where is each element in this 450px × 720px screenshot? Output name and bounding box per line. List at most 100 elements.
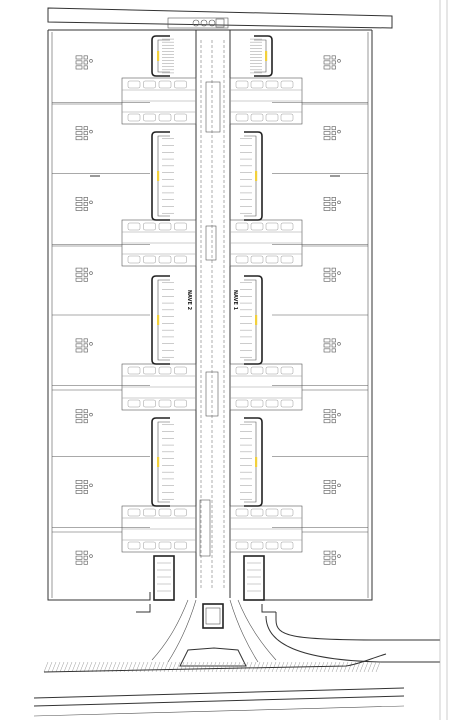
unit-mark xyxy=(331,338,336,343)
hatch-line xyxy=(331,661,337,673)
right-boundary xyxy=(265,612,440,663)
unit-mark xyxy=(83,348,88,353)
unit-mark xyxy=(337,271,341,275)
truck-slot xyxy=(235,80,249,89)
truck-slot xyxy=(174,508,187,517)
parking-block xyxy=(151,35,174,77)
truck-slot xyxy=(174,399,187,408)
lot-unit xyxy=(75,55,93,70)
page-edge xyxy=(439,0,448,720)
unit-mark xyxy=(75,272,83,277)
hatch-line xyxy=(347,661,353,673)
truck-slot xyxy=(127,508,141,517)
truck-slot xyxy=(143,113,156,122)
parking-block xyxy=(151,131,174,221)
unit-mark xyxy=(331,136,336,141)
truck-slot xyxy=(250,541,264,550)
unit-mark xyxy=(75,207,83,211)
block-inner xyxy=(244,279,257,361)
hatch-line xyxy=(79,661,85,673)
truck-slot xyxy=(250,508,264,517)
hatch-line xyxy=(259,661,265,673)
loading-strip xyxy=(121,363,197,411)
unit-mark xyxy=(323,560,331,565)
block-outline xyxy=(151,275,170,365)
hatch-line xyxy=(67,661,73,673)
hatch-line xyxy=(51,661,57,673)
truck-slot xyxy=(265,541,279,550)
unit-mark xyxy=(323,555,331,560)
median xyxy=(199,499,211,557)
hatch-line xyxy=(171,661,177,673)
lot-unit xyxy=(75,550,93,565)
unit-mark xyxy=(83,409,88,414)
unit-mark xyxy=(75,65,83,70)
unit-mark xyxy=(89,483,93,488)
truck-slot xyxy=(158,255,172,264)
unit-mark xyxy=(323,480,331,484)
hatch-line xyxy=(195,661,201,673)
hatch-line xyxy=(151,661,157,673)
truck-slot xyxy=(174,113,187,122)
unit-mark xyxy=(323,414,331,419)
unit-mark xyxy=(331,343,336,348)
hatch-line xyxy=(99,661,105,673)
unit-mark xyxy=(331,485,336,489)
parking-block xyxy=(151,417,174,507)
yellow-marker xyxy=(157,315,160,325)
unit-mark xyxy=(323,338,331,343)
unit-mark xyxy=(83,338,88,343)
unit-mark xyxy=(331,55,336,60)
yellow-marker xyxy=(157,51,160,61)
unit-mark xyxy=(323,272,331,277)
lot-unit xyxy=(75,126,93,141)
unit-mark xyxy=(75,202,83,206)
unit-mark xyxy=(75,197,83,201)
unit-mark xyxy=(75,490,83,494)
truck-slot xyxy=(250,399,264,408)
unit-mark xyxy=(323,409,331,414)
unit-mark xyxy=(331,207,336,211)
lot-unit xyxy=(323,550,341,565)
hatch-line xyxy=(359,661,365,673)
hatch-line xyxy=(215,661,221,673)
unit-mark xyxy=(75,550,83,555)
truck-slot xyxy=(235,541,249,550)
unit-mark xyxy=(83,485,88,489)
block-outline xyxy=(244,275,263,365)
hatch-line xyxy=(335,661,341,673)
hatch-line xyxy=(159,661,165,673)
parking-block xyxy=(250,35,273,77)
hatch-line xyxy=(375,661,381,673)
unit-mark xyxy=(83,126,88,131)
unit-mark xyxy=(83,272,88,277)
unit-mark xyxy=(75,338,83,343)
parking-block xyxy=(240,131,263,221)
truck-slot xyxy=(143,80,156,89)
hatch-line xyxy=(55,661,61,673)
loading-strip xyxy=(229,505,303,553)
lot-unit xyxy=(323,409,341,424)
unit-mark xyxy=(75,414,83,419)
unit-mark xyxy=(331,480,336,484)
lot-unit xyxy=(323,480,341,494)
block-inner xyxy=(254,39,267,73)
truck-slot xyxy=(127,80,141,89)
unit-mark xyxy=(323,197,331,201)
truck-slot xyxy=(235,399,249,408)
unit-mark xyxy=(83,202,88,206)
unit-mark xyxy=(83,490,88,494)
truck-slot xyxy=(143,255,156,264)
hatch-line xyxy=(155,661,161,673)
lot-unit xyxy=(323,267,341,282)
truck-slot xyxy=(127,255,141,264)
lot-unit xyxy=(75,197,93,211)
block-inner xyxy=(157,421,170,503)
hatch-line xyxy=(339,661,345,673)
lot-unit xyxy=(75,338,93,353)
unit-mark xyxy=(83,550,88,555)
block-outline xyxy=(254,35,273,77)
hatch-line xyxy=(203,661,209,673)
